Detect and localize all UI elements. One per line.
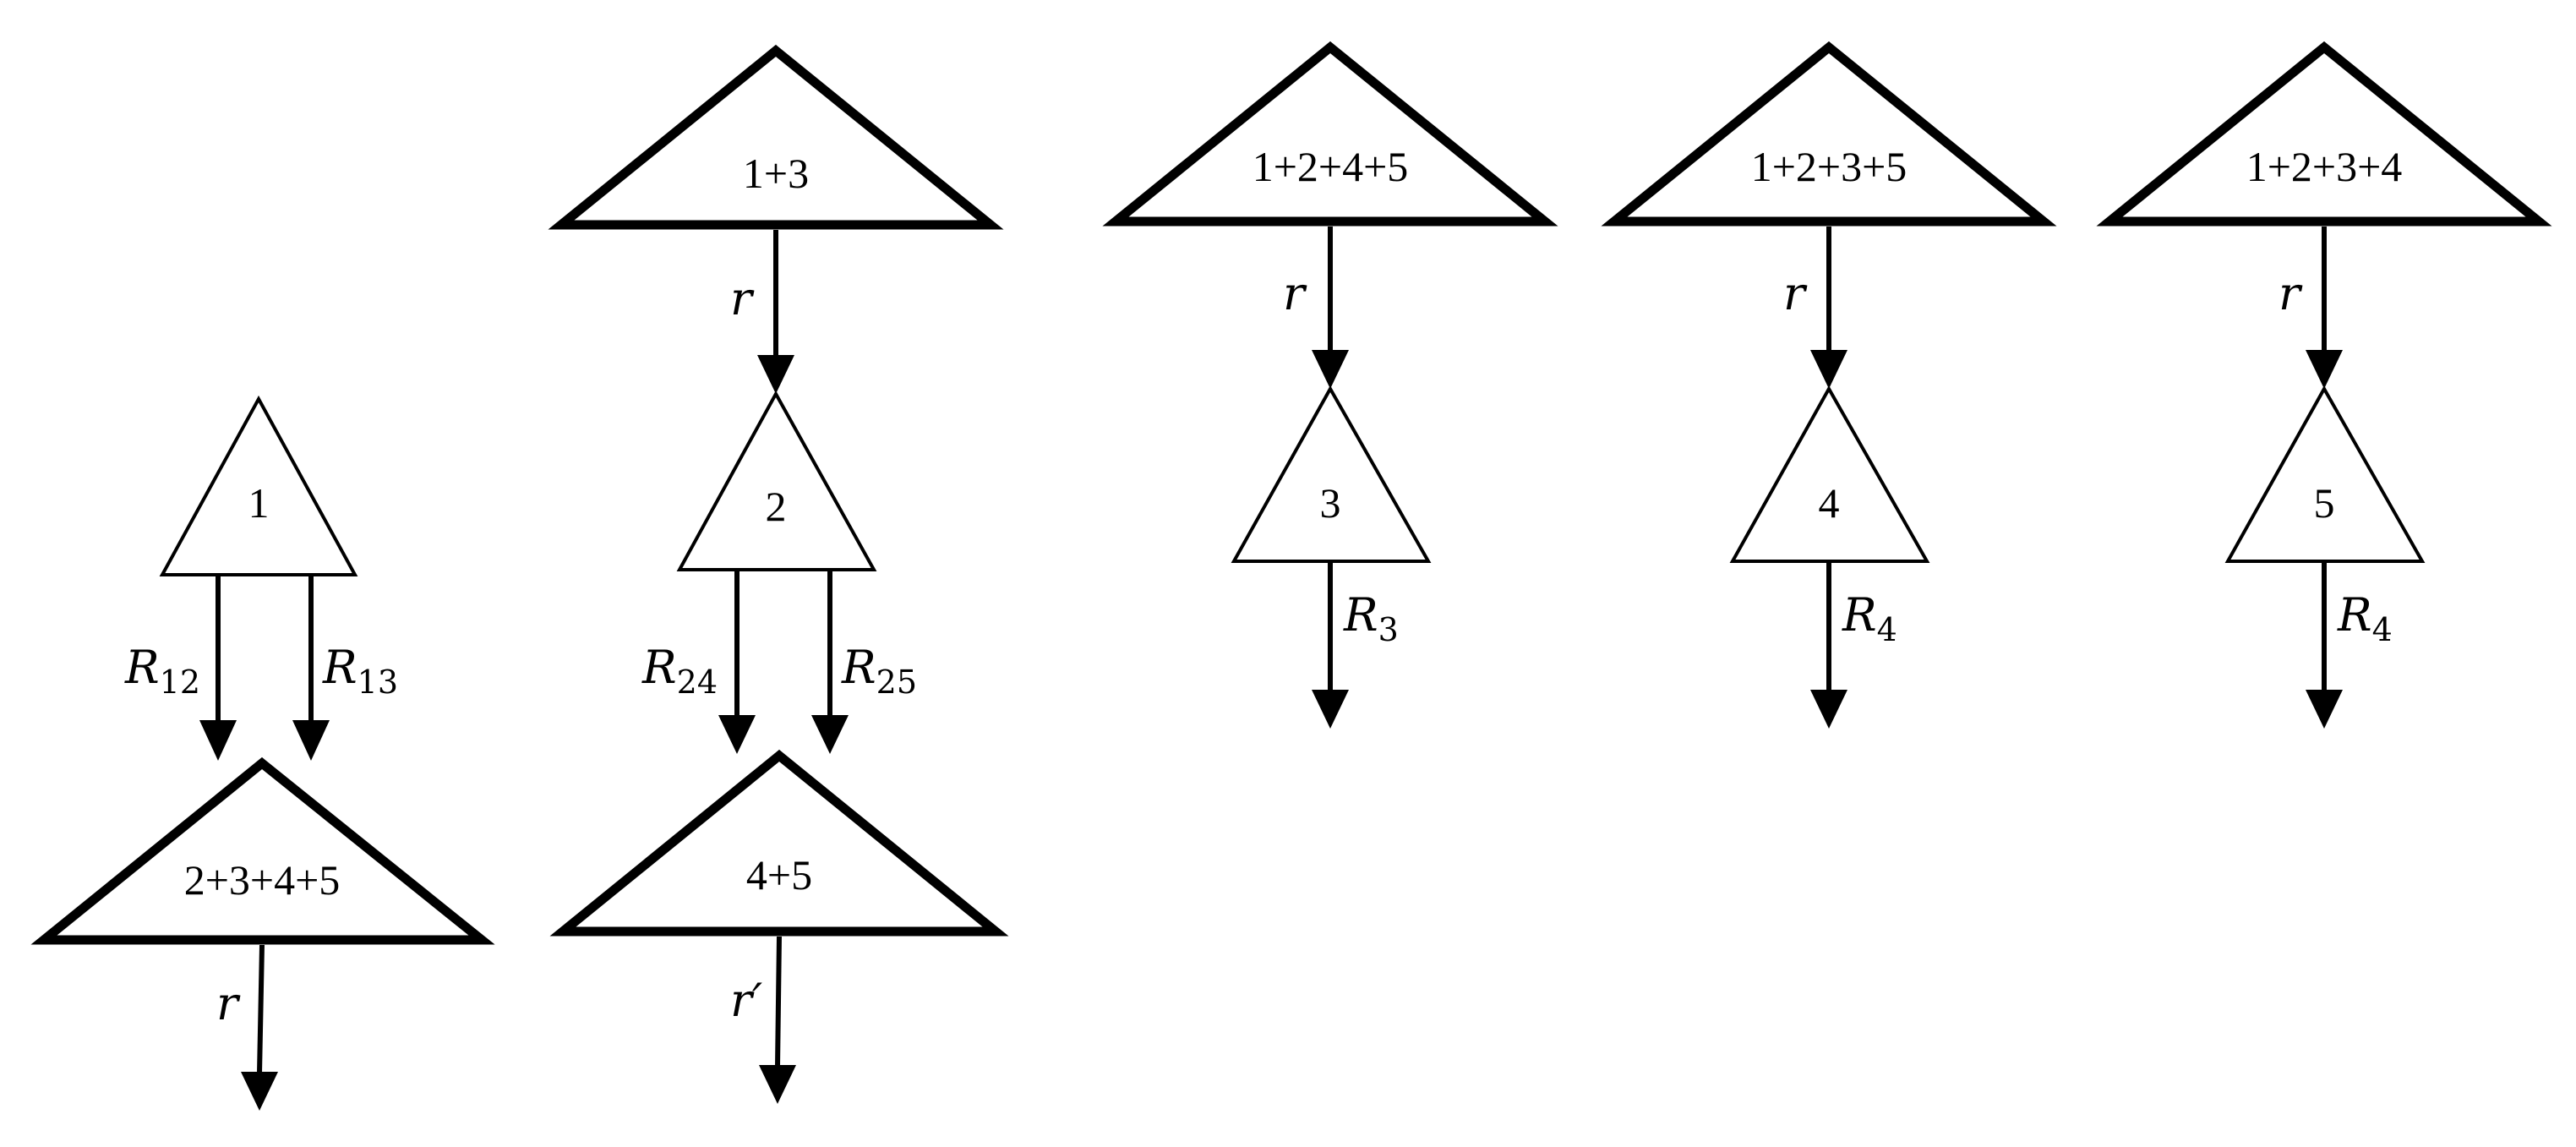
arrow-rprime-out-head	[759, 1065, 796, 1104]
arrow-r-in-3-head	[1312, 350, 1349, 389]
node-1	[159, 395, 358, 576]
node-2345-label: 2+3+4+5	[184, 856, 341, 904]
arrow-r4-out-head	[1810, 690, 1847, 729]
edge-label-r3-out: R3	[1343, 588, 1399, 648]
edge-label-rprime-out: r′	[730, 974, 762, 1027]
node-45	[549, 749, 1009, 937]
column-1: 1 R12 R13 2+3+4+5 r	[30, 395, 495, 1111]
edge-label-r4-out: R4	[1842, 588, 1897, 648]
node-1234-label: 1+2+3+4	[2246, 143, 2403, 190]
arrow-r-out-1-head	[241, 1072, 278, 1111]
edge-label-r-out-1: r	[216, 977, 241, 1030]
node-3	[1231, 385, 1432, 563]
edge-label-r-in-2: r	[730, 272, 755, 325]
node-13	[548, 44, 1004, 230]
node-5-label: 5	[2314, 479, 2335, 527]
arrow-r-out-1	[257, 944, 265, 1074]
arrow-r12-head	[199, 720, 237, 761]
arrow-r-in-5-head	[2306, 350, 2343, 389]
arrow-r24-head	[718, 715, 756, 754]
arrow-rprime-out	[775, 936, 782, 1068]
edge-label-r25: R25	[841, 641, 917, 701]
column-4: 1+2+3+5 r 4 R4	[1601, 41, 2057, 729]
column-2: 1+3 r 2 R24 R25 4+5 r′	[548, 44, 1009, 1104]
arrow-r-in-4-head	[1810, 350, 1847, 389]
node-45-label: 4+5	[746, 851, 812, 898]
node-1234	[2096, 41, 2552, 227]
edge-label-r-in-3: r	[1283, 267, 1307, 320]
arrow-r13-head	[292, 720, 330, 761]
edge-label-r4-out-5: R4	[2337, 588, 2393, 648]
edge-label-r-in-5: r	[2279, 267, 2303, 320]
node-3-label: 3	[1320, 479, 1341, 527]
arrow-r4-out-5-head	[2306, 690, 2343, 729]
node-5	[2224, 385, 2426, 563]
column-5: 1+2+3+4 r 5 R4	[2096, 41, 2552, 729]
node-1235-label: 1+2+3+5	[1751, 143, 1907, 190]
node-4-label: 4	[1819, 479, 1840, 527]
node-2345	[30, 756, 495, 945]
edge-label-r12: R12	[124, 641, 200, 701]
edge-label-r24: R24	[641, 641, 718, 701]
arrow-r3-out-head	[1312, 690, 1349, 729]
node-1235	[1601, 41, 2057, 227]
node-2-label: 2	[766, 483, 787, 530]
arrow-r25-head	[811, 715, 849, 754]
node-1245-label: 1+2+4+5	[1253, 143, 1409, 190]
node-1-label: 1	[248, 479, 270, 527]
node-13-label: 1+3	[743, 150, 809, 197]
column-3: 1+2+4+5 r 3 R3	[1102, 41, 1558, 729]
edge-label-r13: R13	[322, 641, 398, 701]
node-1245	[1102, 41, 1558, 227]
edge-label-r-in-4: r	[1783, 267, 1808, 320]
node-2	[676, 390, 877, 571]
arrow-r-in-2-head	[757, 355, 794, 394]
node-4	[1729, 385, 1930, 563]
